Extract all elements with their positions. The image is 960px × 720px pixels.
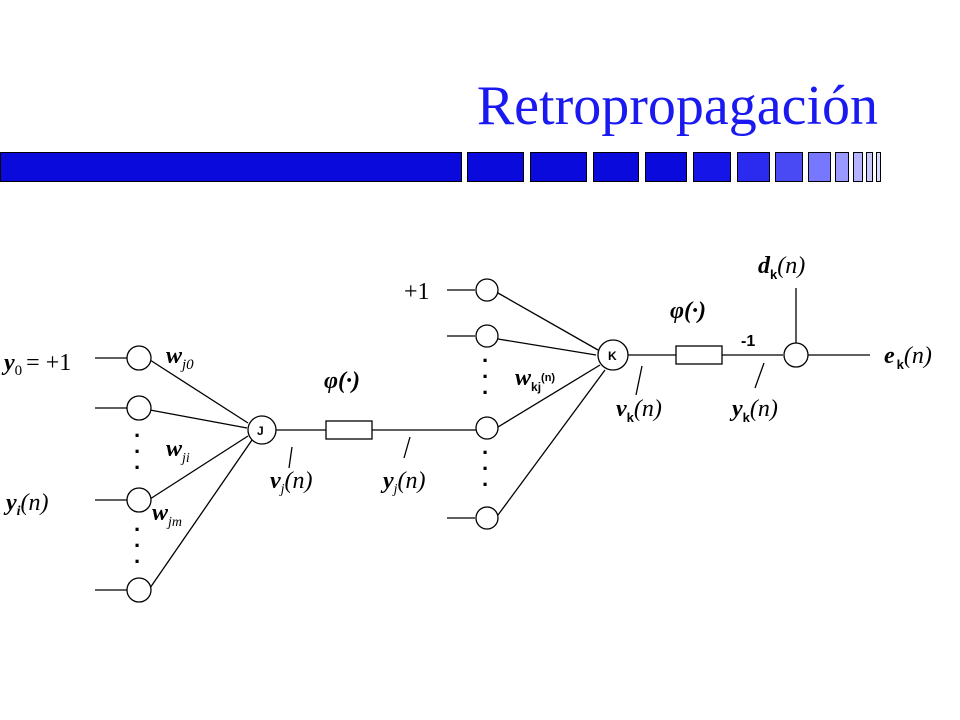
induced-field-vj-label: vj(n) [270, 468, 313, 497]
hidden-neuron-label: J [257, 424, 264, 438]
bar-segment [467, 152, 524, 182]
bar-segment [853, 152, 863, 182]
activation-block-j [325, 420, 373, 440]
bar-segment [0, 152, 462, 182]
summing-junction [783, 342, 809, 368]
output-neuron-k [597, 339, 629, 371]
ellipsis-dot: · [482, 456, 489, 481]
activation-phi-label: φ(·) [670, 298, 706, 324]
output-yk-label: yk(n) [729, 396, 778, 425]
ellipsis-dot: · [482, 472, 489, 497]
ellipsis-dot: · [134, 533, 141, 558]
hidden-output-node [475, 324, 499, 348]
ellipsis-dot: · [134, 455, 141, 480]
input-node [126, 487, 152, 513]
bar-segment [645, 152, 687, 182]
output-neuron-label: K [608, 349, 617, 363]
induced-field-vk-label: vk(n) [616, 396, 662, 425]
input-node [126, 395, 152, 421]
output-yj-label: yj(n) [380, 468, 426, 497]
activation-phi-label: φ(·) [324, 368, 360, 394]
weight-wjm-label: wjm [152, 500, 182, 530]
hidden-output-node [475, 506, 499, 530]
weight-wji-label: wji [166, 436, 190, 466]
bar-segment [876, 152, 881, 182]
ellipsis-dot: · [482, 440, 489, 465]
bar-segment [775, 152, 803, 182]
bar-segment [866, 152, 873, 182]
weight-wkj-label: wkj(n) [515, 365, 555, 394]
ellipsis-dot: · [482, 364, 489, 389]
hidden-output-node [475, 416, 499, 440]
weight-wj0-label: wj0 [166, 343, 194, 373]
bar-segment [593, 152, 639, 182]
input-node [126, 577, 152, 603]
slide-title: Retropropagación [476, 75, 878, 137]
input-node [126, 345, 152, 371]
bar-segment [835, 152, 849, 182]
hidden-output-node [475, 278, 499, 302]
bar-segment [693, 152, 731, 182]
minus-one-label: -1 [741, 333, 755, 350]
hidden-neuron-j [247, 415, 277, 445]
ellipsis-dot: · [134, 423, 141, 448]
ellipsis-dot: · [134, 439, 141, 464]
bar-segment [737, 152, 770, 182]
bias-input-label: y0= +1 [1, 350, 71, 379]
activation-block-k [675, 345, 723, 365]
bias-plus-one-label: +1 [404, 279, 430, 305]
input-yi-label: yi(n) [3, 490, 49, 519]
ellipsis-dot: · [482, 348, 489, 373]
bar-segment [808, 152, 831, 182]
ellipsis-dot: · [134, 517, 141, 542]
desired-response-dk-label: dk(n) [758, 253, 805, 282]
bar-segment [530, 152, 587, 182]
ellipsis-dot: · [482, 380, 489, 405]
ellipsis-dot: · [134, 549, 141, 574]
